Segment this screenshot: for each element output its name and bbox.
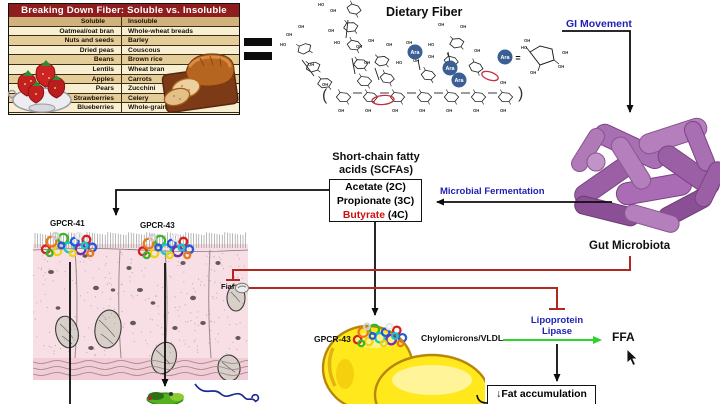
col-header-insoluble: Insoluble [121, 17, 239, 27]
svg-text:Ara: Ara [501, 55, 511, 61]
oh-label: OH [328, 28, 334, 33]
oh-label: HO [396, 60, 403, 65]
gi-movement-arrow [562, 30, 634, 113]
oh-label: OH [562, 50, 568, 55]
bread-image [161, 53, 239, 114]
oh-label: OH [365, 108, 371, 113]
oh-label: OH [368, 38, 374, 43]
oh-label: OH [530, 70, 536, 75]
gut-microbiota-label: Gut Microbiota [589, 240, 671, 252]
scfa-acetate: Acetate (2C) [345, 182, 406, 193]
bond-highlights [371, 70, 499, 106]
fiaf-protein-icon [235, 282, 249, 294]
scfa-box: Acetate (2C) Propionate (3C) Butyrate (4… [329, 179, 422, 222]
adipocytes-image [321, 324, 485, 404]
gut-microbiota-image [571, 117, 720, 233]
svg-text:Ara: Ara [455, 78, 465, 84]
strawberries-image [7, 60, 72, 113]
dietary-fiber-structure: OH OH OH OH OH OH OH OH OH OH OH OH OH OH OH OH OH OH OH OH… [280, 0, 568, 113]
oh-label: OH [446, 108, 452, 113]
oh-label: HO [280, 42, 287, 47]
ffa-label: FFA [612, 330, 635, 344]
gpcr43-label: GPCR-43 [140, 221, 175, 230]
oh-label: OH [558, 64, 564, 69]
adipocyte-to-fatbox-curve [476, 394, 488, 404]
oh-label: OH [500, 80, 506, 85]
gpcr43-adipocyte-label: GPCR-43 [314, 334, 351, 344]
ara-units: Ara Ara Ara Ara = [407, 44, 521, 88]
fat-accumulation-box: ↓Fat accumulation [487, 385, 596, 404]
oh-label: OH [473, 108, 479, 113]
oh-label: OH [428, 54, 434, 59]
oh-label: OH [308, 62, 314, 67]
oh-label: OH [406, 40, 412, 45]
legend-equals: = [515, 53, 520, 63]
col-header-soluble: Soluble [9, 17, 121, 27]
scfa-to-epithelium-arrow [112, 189, 329, 216]
oh-label: OH [500, 108, 506, 113]
oh-label: HO [334, 40, 341, 45]
intestinal-epithelium-image [33, 232, 248, 380]
oh-label: OH [322, 82, 328, 87]
scfa-butyrate: Butyrate (4C) [342, 209, 409, 221]
oh-label: HO [521, 45, 528, 50]
oh-label: OH [356, 44, 362, 49]
oh-label: OH [413, 58, 419, 63]
oh-label: OH [338, 108, 344, 113]
paren-close: ) [518, 85, 523, 102]
oh-label: HO [428, 42, 435, 47]
signal-squiggle [194, 383, 260, 403]
oh-label: OH [386, 42, 392, 47]
dietary-fiber-title: Dietary Fiber [386, 5, 463, 19]
gpcr41-label: GPCR-41 [50, 219, 85, 228]
oh-label: OH [330, 8, 336, 13]
oh-label: OH [298, 24, 304, 29]
oh-label: OH [460, 24, 466, 29]
oh-label: OH [364, 60, 370, 65]
oh-label: OH [438, 22, 444, 27]
oh-label: OH [419, 108, 425, 113]
mouse-cursor [626, 347, 639, 367]
fiber-table-title: Breaking Down Fiber: Soluble vs. Insolub… [9, 4, 239, 17]
svg-text:Ara: Ara [411, 50, 421, 56]
svg-text:Ara: Ara [446, 66, 456, 72]
oh-label: OH [524, 38, 530, 43]
gi-movement-label: GI Movement [566, 18, 632, 30]
scfa-propionate: Propionate (3C) [336, 195, 415, 207]
fiaf-inhibits-lpl [249, 287, 565, 310]
oh-label: OH [474, 48, 480, 53]
intracellular-protein-icon [146, 392, 184, 404]
microbiota-inhibits-fiaf [226, 256, 631, 281]
oh-label: OH [392, 108, 398, 113]
oh-label: HO [318, 2, 325, 7]
paren-open: ( [322, 87, 328, 104]
fiaf-label: Fiaf [221, 282, 235, 291]
oh-label: OH [286, 32, 292, 37]
legend-furanose [525, 45, 560, 72]
chylomicrons-label: Chylomicrons/VLDL [421, 333, 504, 343]
microbial-fermentation-label: Microbial Fermentation [440, 186, 545, 197]
